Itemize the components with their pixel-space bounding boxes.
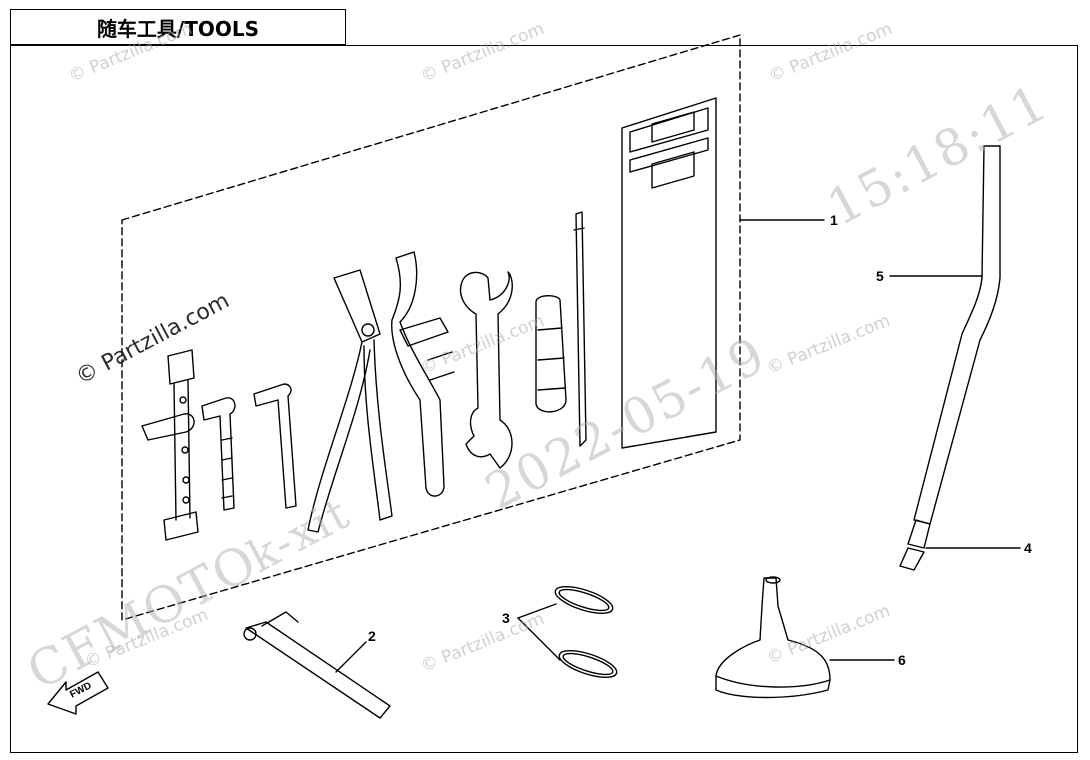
- adjustable-wrench: [391, 251, 455, 497]
- double-open-end-wrench: [459, 271, 513, 469]
- tube-wrench: [141, 349, 199, 541]
- o-ring-lower: [558, 650, 618, 678]
- callout-6: 6: [898, 652, 906, 668]
- callout-4: 4: [1024, 540, 1032, 556]
- pressure-gauge: [243, 611, 391, 719]
- tool-board-outline: [121, 34, 741, 621]
- callout-1: 1: [830, 212, 838, 228]
- hex-key-small: [201, 397, 236, 511]
- screwdriver-handle: [535, 295, 567, 413]
- tool-bag: [621, 97, 717, 449]
- diagram-frame: [10, 45, 1078, 753]
- funnel: [715, 576, 831, 699]
- o-ring-upper: [554, 586, 614, 614]
- leader-2: [335, 641, 367, 673]
- callout-5: 5: [876, 268, 884, 284]
- diagram-title: 随车工具/TOOLS: [10, 9, 346, 45]
- leader-3b: [517, 617, 561, 661]
- callout-2: 2: [368, 628, 376, 644]
- screwdriver-bit: [573, 211, 587, 447]
- leader-3a: [517, 603, 557, 619]
- pliers: [307, 269, 393, 533]
- hex-key-large: [253, 383, 297, 509]
- callout-3: 3: [502, 610, 510, 626]
- hose-pipe: [899, 145, 1001, 571]
- fwd-arrow-icon: [47, 671, 109, 715]
